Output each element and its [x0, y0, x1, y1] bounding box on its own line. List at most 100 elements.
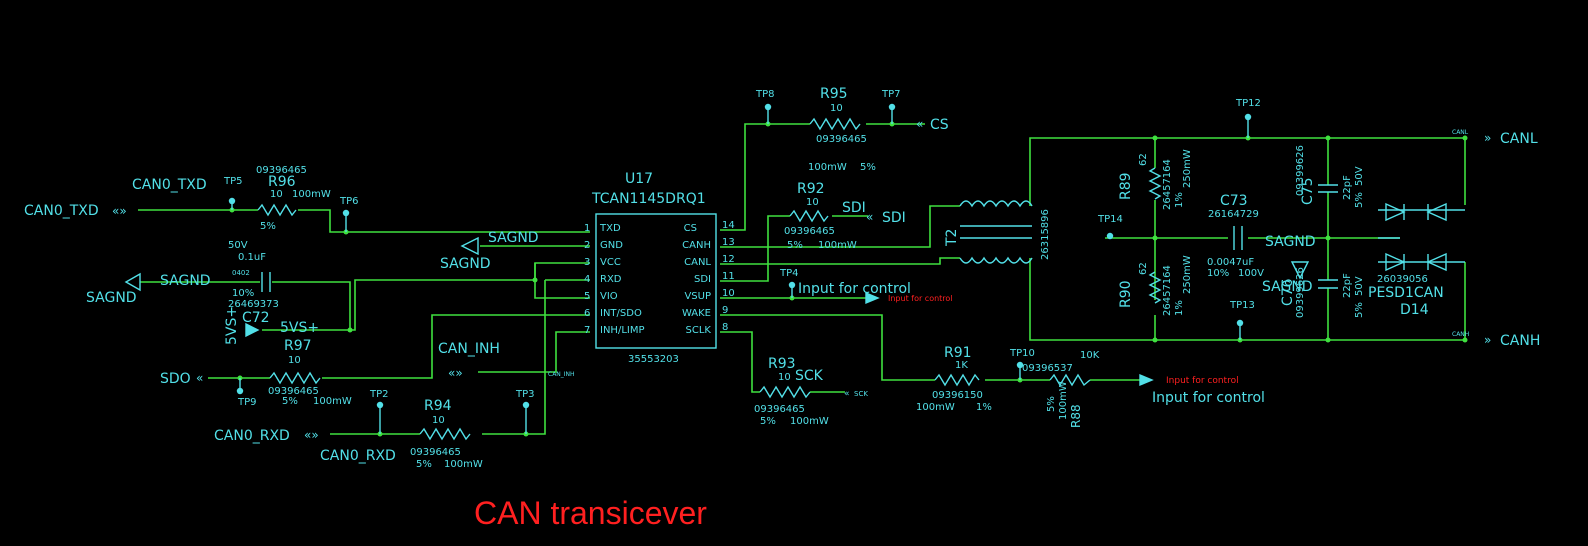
svg-text:5%: 5% — [787, 240, 803, 251]
arrow-input-for-control-vsup: Input for control Input for control — [798, 281, 953, 305]
svg-text:1K: 1K — [955, 360, 968, 371]
svg-text:SAGND: SAGND — [1262, 279, 1313, 295]
test-point-tp13: TP13 — [1229, 300, 1255, 340]
svg-text:CAN0_TXD: CAN0_TXD — [24, 203, 99, 219]
svg-text:5%: 5% — [1046, 396, 1057, 412]
resistor-r93: R93 10 09396465 5% 100mW — [754, 356, 829, 427]
svg-text:Input for control: Input for control — [798, 281, 911, 297]
svg-text:09396465: 09396465 — [256, 165, 307, 176]
pin-num-6: 6 — [584, 308, 590, 319]
test-point-tp9: TP9 — [236, 378, 257, 408]
svg-text:1%: 1% — [1174, 192, 1185, 208]
port-canl: CANL » CANL — [1452, 129, 1538, 147]
pin-num-13: 13 — [722, 237, 735, 248]
net-label-can0-txd: CAN0_TXD — [132, 177, 207, 193]
test-point-tp14: TP14 — [1097, 214, 1123, 240]
svg-text:50V: 50V — [228, 240, 248, 251]
svg-text:TP10: TP10 — [1009, 348, 1035, 359]
wires — [138, 123, 1466, 435]
svg-text:R93: R93 — [768, 356, 796, 372]
svg-text:SDI: SDI — [882, 210, 906, 226]
test-point-tp2: TP2 — [369, 389, 389, 434]
svg-text:Input for control: Input for control — [888, 294, 953, 303]
svg-text:«: « — [196, 371, 203, 385]
net-label-sagnd-right: SAGND — [1265, 234, 1316, 250]
svg-text:50V: 50V — [1354, 166, 1365, 186]
svg-text:26039056: 26039056 — [1377, 274, 1428, 285]
svg-text:10%: 10% — [1207, 268, 1229, 279]
net-label-sdi: SDI — [842, 200, 866, 216]
svg-text:»: » — [1484, 333, 1491, 347]
svg-text:R90: R90 — [1118, 280, 1134, 308]
resistor-r91: R91 1K 09396150 100mW 1% — [916, 345, 992, 413]
svg-text:62: 62 — [1138, 153, 1149, 166]
port-sck-small: « SCK — [844, 389, 868, 399]
svg-text:10: 10 — [288, 355, 301, 366]
svg-text:TP8: TP8 — [755, 89, 775, 100]
svg-text:22pF: 22pF — [1342, 273, 1353, 298]
svg-text:09396465: 09396465 — [754, 404, 805, 415]
transformer-t2: T2 26315896 — [944, 200, 1051, 264]
svg-text:5%: 5% — [1354, 302, 1365, 318]
pin-name-cs: CS — [684, 223, 697, 234]
ic-code: 35553203 — [628, 354, 679, 365]
test-point-tp4: TP4 — [779, 268, 799, 298]
port-sdi: « SDI — [866, 210, 906, 226]
pin-name-canh: CANH — [682, 240, 711, 251]
svg-text:5%: 5% — [260, 221, 276, 232]
capacitor-c73: C73 26164729 0.0047uF 10% 100V — [1207, 193, 1264, 279]
pin-name-inh-limp: INH/LIMP — [600, 325, 645, 336]
svg-text:50V: 50V — [1354, 276, 1365, 296]
test-point-tp10: TP10 — [1009, 348, 1035, 380]
svg-text:09399626: 09399626 — [1295, 145, 1306, 196]
resistor-r96: 09396465 R96 10 100mW 5% — [256, 165, 331, 232]
svg-text:10: 10 — [830, 103, 843, 114]
gnd-symbol-sagnd-left: SAGND SAGND — [86, 272, 211, 306]
pin-num-11: 11 — [722, 271, 735, 282]
arrow-input-for-control-wake: Input for control Input for control — [1139, 373, 1265, 406]
svg-text:1%: 1% — [1174, 300, 1185, 316]
svg-text:5%: 5% — [282, 396, 298, 407]
svg-text:10: 10 — [806, 197, 819, 208]
svg-text:TP2: TP2 — [369, 389, 389, 400]
svg-text:22pF: 22pF — [1342, 175, 1353, 200]
port-sdo: SDO « — [160, 371, 203, 387]
capacitor-c72: 50V 0.1uF 0402 10% 26469373 C72 — [228, 240, 279, 326]
svg-text:5%: 5% — [860, 162, 876, 173]
svg-text:26469373: 26469373 — [228, 299, 279, 310]
test-point-tp3: TP3 — [515, 389, 535, 434]
svg-text:TP5: TP5 — [223, 176, 243, 187]
net-can-inh: CAN_INH «» CAN_INH — [438, 341, 575, 380]
capacitor-c76: C76 09399626 22pF 5% 50V — [1280, 267, 1365, 318]
pin-name-canl: CANL — [684, 257, 711, 268]
svg-text:CAN0_RXD: CAN0_RXD — [320, 448, 396, 464]
svg-text:C72: C72 — [242, 310, 270, 326]
svg-text:CANL: CANL — [1452, 129, 1469, 136]
svg-text:R97: R97 — [284, 338, 312, 354]
svg-text:09396465: 09396465 — [410, 447, 461, 458]
resistor-r90: R90 62 26457164 1% 250mW — [1118, 255, 1193, 316]
test-point-tp8: TP8 — [755, 89, 775, 124]
svg-text:100mW: 100mW — [444, 459, 483, 470]
port-cs: « CS — [916, 117, 949, 133]
svg-text:100mW: 100mW — [818, 240, 857, 251]
pin-name-sclk: SCLK — [686, 325, 712, 336]
svg-text:CS: CS — [930, 117, 949, 133]
resistor-r95: R95 10 09396465 100mW 5% — [808, 86, 876, 173]
svg-text:10%: 10% — [232, 288, 254, 299]
gnd-symbol-sagnd-ic: SAGND SAGND — [440, 230, 539, 272]
svg-text:R92: R92 — [797, 181, 825, 197]
svg-text:0402: 0402 — [232, 269, 250, 277]
resistor-r89: R89 62 26457164 1% 250mW — [1118, 149, 1193, 210]
pin-num-5: 5 — [584, 291, 590, 302]
port-canh: CANH » CANH — [1452, 331, 1540, 349]
svg-text:5%: 5% — [1354, 192, 1365, 208]
svg-text:TP3: TP3 — [515, 389, 535, 400]
pin-num-3: 3 — [584, 257, 590, 268]
svg-text:D14: D14 — [1400, 302, 1429, 318]
svg-text:SDO: SDO — [160, 371, 191, 387]
port-can0-rxd: CAN0_RXD «» CAN0_RXD — [214, 428, 396, 464]
svg-text:SAGND: SAGND — [160, 273, 211, 289]
svg-text:SAGND: SAGND — [86, 290, 137, 306]
